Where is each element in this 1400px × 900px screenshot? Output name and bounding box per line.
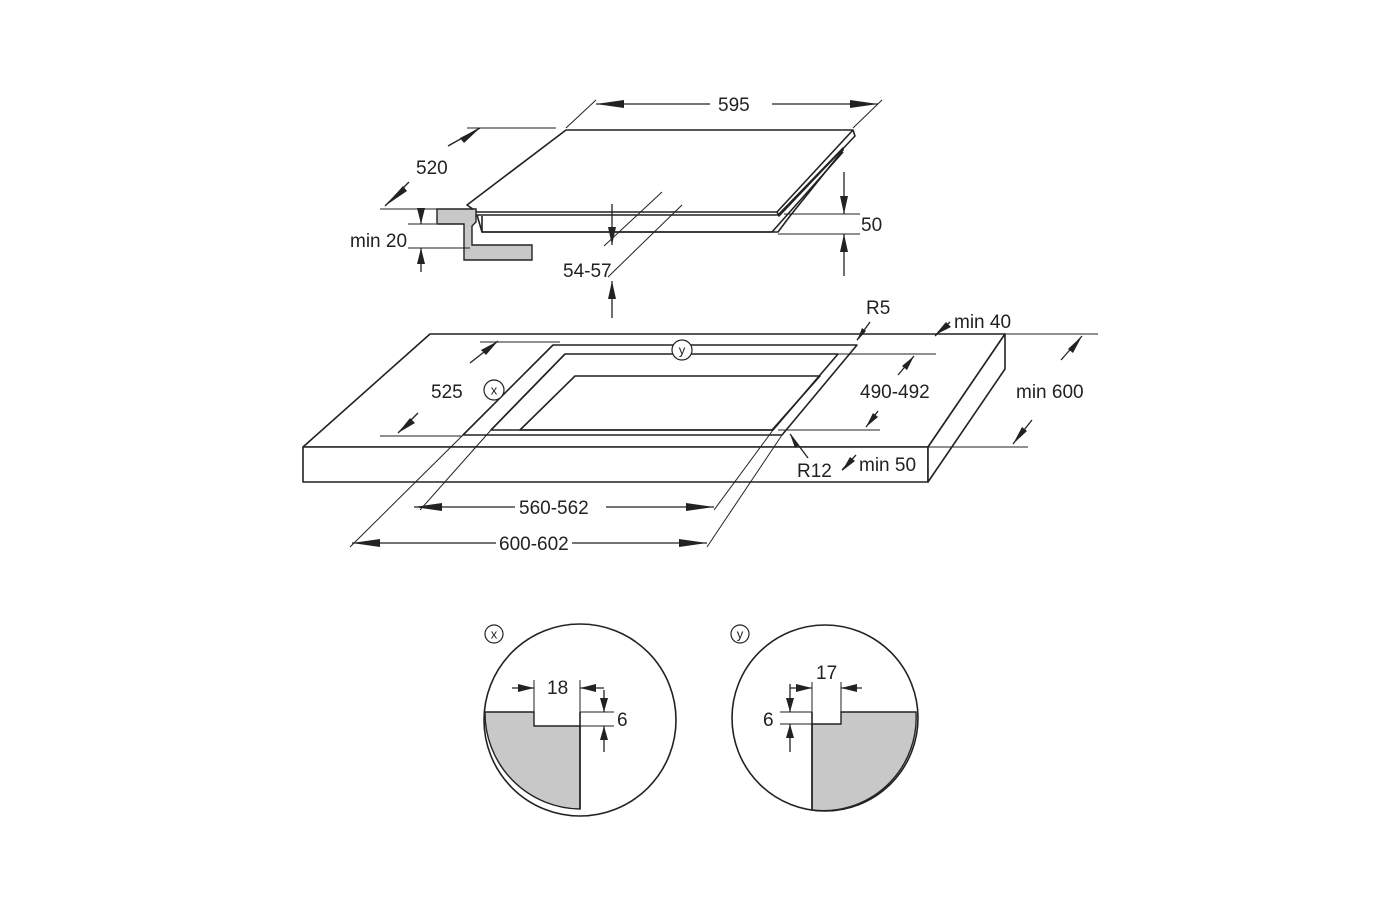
label-54-57: 54-57 (563, 261, 612, 282)
label-min-600: min 600 (1016, 382, 1084, 403)
dim-r12 (789, 433, 809, 459)
hob-plate-edge (776, 129, 856, 217)
label-600-602: 600-602 (499, 534, 569, 555)
dim-r5 (856, 321, 871, 341)
dim-min-40 (934, 321, 1098, 337)
worktop-side-face (927, 333, 1006, 483)
label-595: 595 (718, 95, 750, 116)
detail-y-label-6: 6 (763, 710, 774, 731)
dim-600-602 (349, 434, 783, 548)
label-525: 525 (431, 382, 463, 403)
label-min-40: min 40 (954, 312, 1011, 333)
dim-min-50 (841, 454, 857, 471)
hob-drawing (436, 129, 856, 261)
label-490-492: 490-492 (860, 382, 930, 403)
cutout-opening (519, 375, 821, 431)
dim-595 (565, 99, 883, 129)
label-min-50: min 50 (859, 455, 916, 476)
clamp-profile (436, 208, 533, 261)
detail-y-worktop (811, 711, 917, 812)
worktop-front-face (302, 446, 929, 483)
dim-490-492 (778, 353, 936, 431)
detail-y-label-17: 17 (816, 663, 837, 684)
label-520: 520 (416, 158, 448, 179)
detail-x-marker: x (491, 626, 498, 641)
label-50: 50 (861, 215, 882, 236)
dim-min-600 (928, 335, 1083, 448)
detail-x: x (483, 623, 677, 817)
dim-54-57 (603, 191, 683, 318)
dim-50 (778, 172, 860, 276)
label-560-562: 560-562 (519, 498, 589, 519)
detail-x-label-18: 18 (547, 678, 568, 699)
dim-525 (380, 340, 560, 437)
marker-y: y (671, 339, 693, 361)
hob-body-edge (481, 151, 844, 233)
label-min-20: min 20 (350, 231, 407, 252)
detail-x-worktop (484, 711, 581, 810)
hob-top-plate (466, 129, 854, 213)
detail-y: y (730, 624, 919, 812)
dim-min-20 (408, 208, 470, 272)
label-r5: R5 (866, 298, 890, 319)
marker-x: x (483, 379, 505, 401)
detail-y-marker: y (737, 626, 744, 641)
svg-text:y: y (679, 342, 686, 357)
detail-x-label-6: 6 (617, 710, 628, 731)
dim-560-562 (414, 429, 774, 511)
svg-text:x: x (491, 382, 498, 397)
label-r12: R12 (797, 461, 832, 482)
